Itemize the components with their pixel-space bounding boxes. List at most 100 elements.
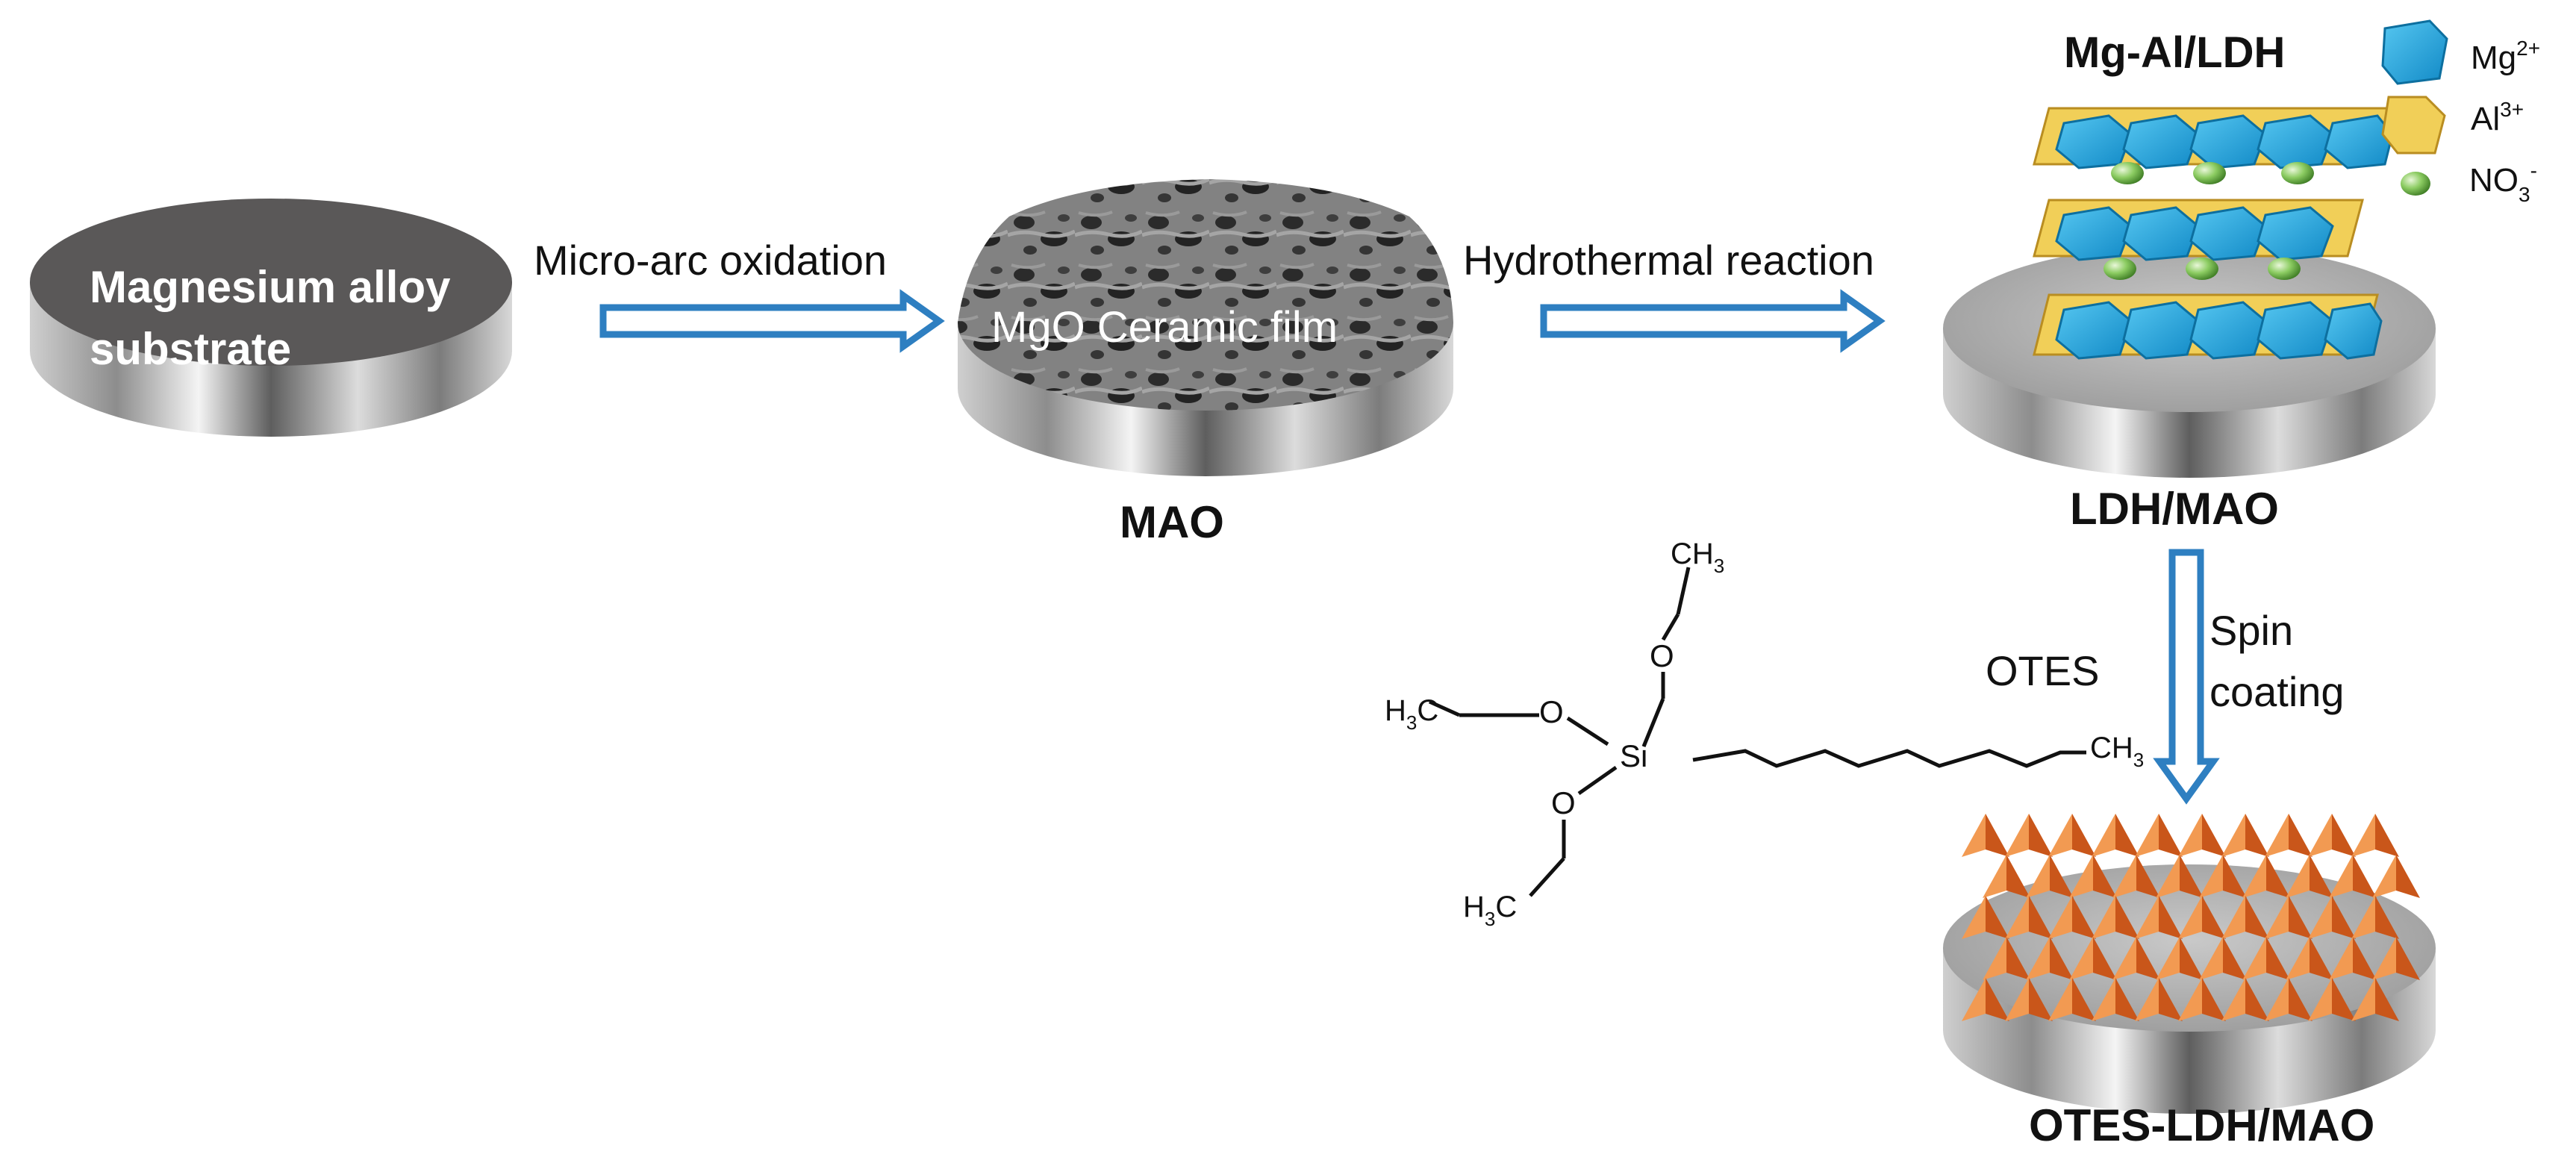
ldh-mao-caption: LDH/MAO	[2070, 484, 2279, 534]
otes-ldh-mao-disk	[1943, 864, 2436, 1114]
otes-pyramid-face	[1962, 814, 1986, 857]
otes-pyramid-face	[2242, 855, 2266, 898]
otes-pyramid-face	[2112, 937, 2136, 980]
ldh-layer-bottom	[2033, 293, 2383, 360]
otes-pyramid-face	[2266, 937, 2290, 980]
otes-pyramid-face	[2092, 978, 2115, 1021]
otes-pyramid-face	[1983, 937, 2006, 980]
otes-pyramid-face	[2026, 937, 2050, 980]
otes-pyramid-face	[2093, 855, 2117, 898]
otes-pyramid-face	[2115, 896, 2139, 939]
otes-pyramid-face	[2289, 896, 2313, 939]
otes-pyramid-face	[2332, 814, 2356, 857]
substrate-label-line2: substrate	[90, 324, 291, 374]
otes-pyramid-face	[2223, 855, 2247, 898]
legend-mg-label: Mg2+	[2471, 37, 2540, 76]
otes-pyramid-face	[2005, 896, 2029, 939]
otes-pyramid-face	[2159, 896, 2183, 939]
arrow-spin-coating	[2153, 549, 2220, 805]
legend: Mg2+ Al3+ NO3-	[2381, 19, 2540, 206]
atom-h3c-left: H3C	[1385, 694, 1438, 734]
step-hydrothermal-label: Hydrothermal reaction	[1463, 237, 1874, 284]
otes-pyramid-face	[2245, 814, 2269, 857]
otes-label: OTES	[1986, 647, 2099, 694]
otes-pyramid-face	[2180, 855, 2204, 898]
otes-pyramid-face	[2115, 978, 2139, 1021]
otes-pyramid-face	[2396, 937, 2420, 980]
atom-ch3-top: CH3	[1671, 537, 1724, 577]
otes-pyramid-face	[2242, 937, 2266, 980]
otes-pyramid-face	[2221, 896, 2245, 939]
otes-pyramid-face	[2289, 978, 2313, 1021]
otes-pyramid-face	[2202, 814, 2226, 857]
otes-molecule	[1428, 567, 2086, 897]
mgo-film-label: MgO Ceramic film	[991, 303, 1338, 352]
otes-pyramid-face	[2135, 978, 2159, 1021]
otes-pyramid-face	[2178, 896, 2202, 939]
ldh-mao-disk	[1943, 245, 2436, 478]
otes-pyramid-face	[2199, 855, 2223, 898]
step-micro-arc-label: Micro-arc oxidation	[534, 237, 887, 284]
atom-h3c-bottom: H3C	[1463, 891, 1517, 930]
mao-disk: MgO Ceramic film	[958, 179, 1453, 476]
otes-pyramid-face	[2221, 978, 2245, 1021]
otes-pyramid-face	[2048, 814, 2072, 857]
otes-pyramid-face	[2202, 896, 2226, 939]
otes-pyramid-face	[2202, 978, 2226, 1021]
otes-atoms: Si O O O CH3 CH3 H3C H3C	[1385, 537, 2144, 930]
otes-pyramid-face	[2115, 814, 2139, 857]
otes-pyramid-face	[2093, 937, 2117, 980]
otes-pyramid-face	[1986, 814, 2009, 857]
atom-si: Si	[1620, 738, 1647, 773]
otes-pyramid-face	[2050, 937, 2074, 980]
otes-pyramid-face	[2289, 814, 2313, 857]
otes-pyramid-face	[2180, 937, 2204, 980]
otes-pyramid-face	[2069, 855, 2093, 898]
otes-pyramid-face	[2005, 814, 2029, 857]
otes-pyramid-face	[2329, 855, 2353, 898]
otes-pyramid-face	[2308, 978, 2332, 1021]
otes-pyramid-face	[2351, 814, 2375, 857]
otes-pyramid-face	[2332, 896, 2356, 939]
otes-pyramid-face	[1986, 896, 2009, 939]
otes-pyramid-face	[2092, 814, 2115, 857]
ldh-layers	[2033, 107, 2394, 360]
otes-pyramid-face	[2156, 937, 2180, 980]
otes-pyramid-face	[2048, 896, 2072, 939]
otes-pyramid-face	[2308, 814, 2332, 857]
otes-pyramid-face	[2329, 937, 2353, 980]
otes-pyramid-face	[2050, 855, 2074, 898]
substrate-disk: Magnesium alloy substrate	[30, 199, 512, 437]
otes-pyramid-face	[2029, 814, 2053, 857]
otes-pyramid-face	[2135, 896, 2159, 939]
otes-pyramid-face	[2156, 855, 2180, 898]
otes-pyramid-face	[2136, 855, 2160, 898]
otes-pyramid-face	[2029, 978, 2053, 1021]
otes-pyramid-face	[2351, 978, 2375, 1021]
otes-pyramid-face	[2178, 814, 2202, 857]
ldh-layer-top	[2033, 107, 2394, 169]
otes-pyramid-face	[2245, 896, 2269, 939]
otes-pyramid-face	[2159, 814, 2183, 857]
mao-caption: MAO	[1120, 497, 1224, 547]
otes-pyramid-face	[2136, 937, 2160, 980]
otes-pyramid-face	[2375, 896, 2399, 939]
otes-pyramid-face	[2199, 937, 2223, 980]
otes-pyramid-face	[2135, 814, 2159, 857]
otes-pyramid-face	[2332, 978, 2356, 1021]
otes-pyramid-face	[2375, 814, 2399, 857]
legend-mg-icon	[2381, 19, 2448, 85]
otes-pyramid-face	[2005, 978, 2029, 1021]
otes-pyramid-face	[2308, 896, 2332, 939]
arrow-hydrothermal	[1540, 289, 1886, 353]
otes-pyramid-face	[2375, 978, 2399, 1021]
otes-pyramid-face	[2029, 896, 2053, 939]
otes-pyramid-face	[2069, 937, 2093, 980]
otes-pyramid-face	[2026, 855, 2050, 898]
otes-pyramid-face	[2072, 896, 2096, 939]
otes-pyramid-face	[2223, 937, 2247, 980]
atom-o-left: O	[1539, 694, 1564, 729]
otes-pyramid-face	[1962, 896, 1986, 939]
otes-pyramid-face	[2372, 937, 2396, 980]
